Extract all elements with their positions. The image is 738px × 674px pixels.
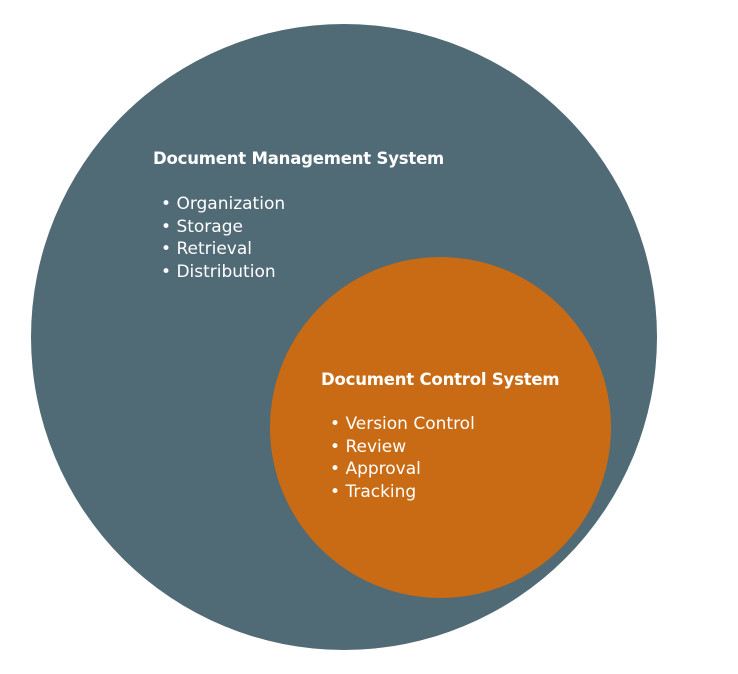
dcs-feature-list: Version Control Review Approval Tracking (330, 413, 475, 504)
dcs-item-tracking: Tracking (330, 481, 475, 504)
dms-title: Document Management System (153, 149, 445, 168)
dms-feature-list: Organization Storage Retrieval Distribut… (161, 193, 285, 283)
dms-item-storage: Storage (161, 216, 285, 239)
dcs-title: Document Control System (321, 370, 560, 389)
dcs-item-version-control: Version Control (330, 413, 474, 436)
dcs-item-approval: Approval (330, 458, 475, 481)
dms-item-retrieval: Retrieval (161, 238, 285, 261)
dms-item-organization: Organization (161, 193, 285, 216)
dcs-item-review: Review (330, 436, 475, 459)
dms-item-distribution: Distribution (161, 261, 285, 284)
